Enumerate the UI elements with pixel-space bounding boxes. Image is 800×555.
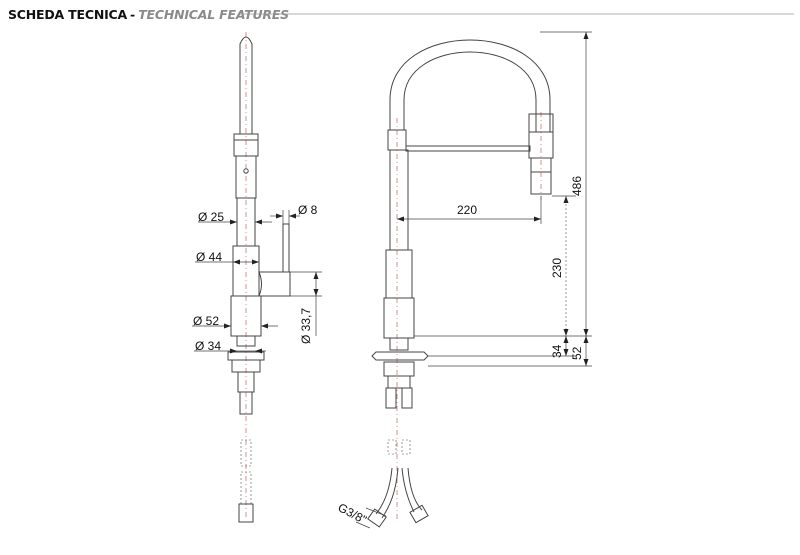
hose-left-a: [375, 467, 393, 515]
arrow-d34-right: [255, 348, 262, 354]
hose-end: [238, 503, 254, 523]
hose-break-right: [401, 439, 411, 455]
hose-right-b: [407, 467, 423, 511]
arrow-52-bottom: [583, 359, 589, 366]
thread-leader-1: [355, 521, 371, 529]
header-subtitle: TECHNICAL FEATURES: [138, 6, 289, 22]
arrow-230-bottom: [563, 329, 569, 336]
front-body-lower: [383, 297, 415, 339]
arrow-486-top: [583, 32, 589, 39]
spray-head-top: [233, 133, 259, 157]
arrow-d33-bottom: [313, 289, 319, 296]
arrow-d34-left: [230, 348, 237, 354]
arrow-d52-left: [224, 323, 231, 329]
header: SCHEDA TECNICA - TECHNICAL FEATURES: [8, 4, 289, 24]
spout-tip: [239, 36, 253, 134]
arrow-220-left: [397, 216, 404, 222]
front-body-upper: [385, 249, 413, 299]
label-d44: Ø 44: [196, 250, 222, 264]
label-230: 230: [550, 258, 564, 278]
arrow-d8-left: [276, 213, 283, 219]
label-52: 52: [570, 346, 584, 360]
arrow-d25-left: [230, 219, 237, 225]
arrow-d25-right: [255, 219, 262, 225]
side-view: [227, 32, 291, 523]
base-collar: [236, 335, 256, 347]
hose-left-b: [381, 467, 399, 519]
arrow-52-top: [583, 336, 589, 343]
spout-arch-inner: [403, 51, 537, 132]
front-column: [389, 149, 409, 251]
label-220: 220: [457, 203, 477, 217]
front-view: [367, 39, 554, 528]
hose-end-right: [409, 504, 429, 524]
front-dimensions: [355, 31, 592, 529]
arrow-d44-right: [252, 259, 259, 265]
label-d34: Ø 34: [195, 339, 221, 353]
label-34: 34: [550, 344, 564, 358]
arrow-34-bottom: [563, 349, 569, 356]
front-fixing-nut: [383, 361, 415, 377]
label-d52: Ø 52: [193, 314, 219, 328]
thread-leader-2: [365, 507, 387, 517]
hose-right-a: [401, 467, 415, 513]
arrow-486-bottom: [583, 329, 589, 336]
lever-hub: [258, 271, 291, 297]
arrow-34-top: [563, 336, 569, 343]
label-d33-7: Ø 33,7: [299, 308, 313, 344]
header-title: SCHEDA TECNICA: [8, 6, 127, 22]
side-dimensions: [192, 210, 322, 354]
arrow-230-top: [563, 196, 569, 203]
hose-break-1: [240, 439, 252, 467]
hose-connector: [239, 391, 253, 415]
arrow-220-right: [534, 216, 541, 222]
arrow-d44-left: [233, 259, 240, 265]
spray-head-mid: [528, 131, 554, 159]
lever-stem: [282, 223, 290, 273]
front-base-plate: [371, 351, 429, 361]
bridge-bar: [405, 145, 531, 152]
hose-break-2: [240, 471, 252, 505]
front-shank: [387, 375, 411, 389]
header-separator: -: [129, 6, 136, 22]
arrow-d33-top: [313, 272, 319, 279]
spray-button: [243, 168, 249, 174]
label-d25: Ø 25: [198, 210, 224, 224]
spout-arch-outer: [389, 39, 551, 132]
label-thread: G3/8": [336, 500, 369, 527]
label-486: 486: [570, 176, 584, 196]
arrow-d8-right: [289, 213, 296, 219]
hose-connector-left: [385, 387, 397, 409]
hose-break-left: [387, 439, 397, 455]
hose-connector-right: [401, 387, 413, 409]
front-base-collar: [389, 337, 409, 351]
label-d8: Ø 8: [298, 203, 318, 217]
spray-head-body: [530, 158, 552, 195]
arrow-d52-right: [261, 323, 268, 329]
hose-end-left: [367, 508, 387, 528]
